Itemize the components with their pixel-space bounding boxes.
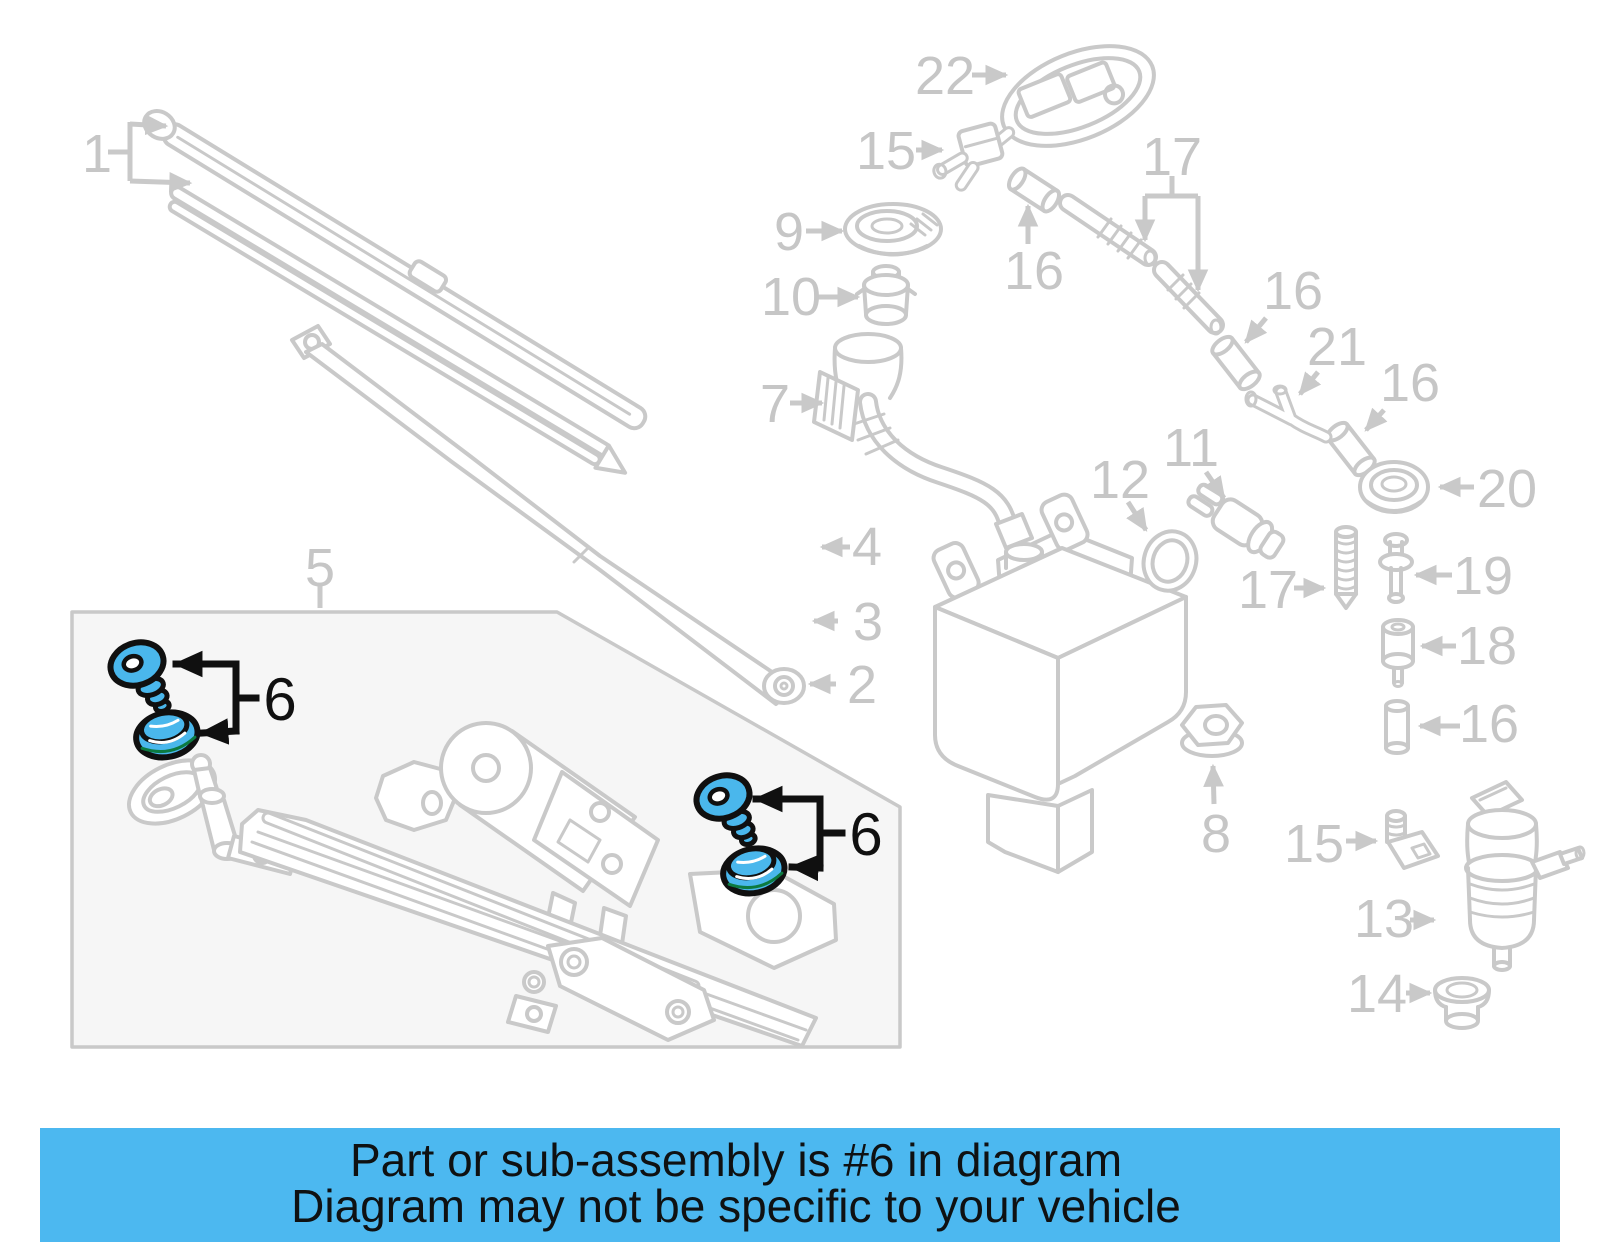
callout-15-top: 15 <box>856 121 916 181</box>
callout-10: 10 <box>761 267 821 327</box>
reservoir-cap <box>843 202 943 257</box>
reservoir-inlet <box>855 264 917 326</box>
washer-hose-lower <box>1152 260 1225 336</box>
callout-7: 7 <box>760 374 790 434</box>
wiper-arm <box>290 324 806 706</box>
washer-hose-upper <box>1058 193 1158 267</box>
check-valve-15-top <box>932 121 1005 192</box>
callout-16-top: 16 <box>1004 241 1064 301</box>
pump-grommet-14 <box>1433 976 1491 1030</box>
check-valve-15-bottom <box>1385 809 1440 870</box>
callout-16-mid-right: 16 <box>1380 353 1440 413</box>
highlight-label-6-left: 6 <box>263 666 296 733</box>
washer-pump-13 <box>1464 780 1586 972</box>
washer-nozzle <box>1186 482 1286 560</box>
part-number-labels: 1 5 2 3 4 7 9 10 8 11 12 13 14 15 15 16 … <box>82 46 1537 1024</box>
callout-19: 19 <box>1453 546 1513 606</box>
callout-1: 1 <box>82 124 112 184</box>
seal-ring <box>1141 529 1199 593</box>
hose-sleeve-16-upper-right <box>1210 334 1262 392</box>
banner-line-2: Diagram may not be specific to your vehi… <box>291 1180 1181 1232</box>
grommet-20 <box>1358 460 1430 514</box>
callout-12: 12 <box>1090 450 1150 510</box>
wiper-blade-assembly <box>142 109 648 475</box>
callout-20: 20 <box>1477 459 1537 519</box>
filler-neck <box>812 332 1034 550</box>
banner-line-1: Part or sub-assembly is #6 in diagram <box>350 1134 1122 1186</box>
callout-17-mid: 17 <box>1238 560 1298 620</box>
callout-14: 14 <box>1347 964 1407 1024</box>
pivot-grommet <box>133 709 201 761</box>
hose-sleeve-16-top <box>1006 166 1062 214</box>
callout-5: 5 <box>305 538 335 598</box>
info-banner-background <box>40 1128 1560 1242</box>
callout-21: 21 <box>1307 317 1367 377</box>
pivot-nut-8 <box>1180 703 1244 758</box>
callout-2: 2 <box>847 655 877 715</box>
callout-15-bottom: 15 <box>1284 814 1344 874</box>
callout-16-lower-right: 16 <box>1459 694 1519 754</box>
threaded-stud <box>1334 525 1358 610</box>
info-banner: Part or sub-assembly is #6 in diagram Di… <box>40 1128 1560 1242</box>
highlighted-part-6-left: 6 <box>107 639 297 761</box>
callout-17-top: 17 <box>1142 127 1202 187</box>
hose-sleeve-16-lower-right <box>1384 699 1410 755</box>
subassembly-box <box>70 610 902 1049</box>
callout-22: 22 <box>915 46 975 106</box>
callout-arrows <box>108 64 1474 1004</box>
spacer-18 <box>1381 618 1415 688</box>
callout-16-upper-right: 16 <box>1263 261 1323 321</box>
callout-8: 8 <box>1201 804 1231 864</box>
callout-11: 11 <box>1163 418 1219 478</box>
callout-9: 9 <box>774 202 804 262</box>
callout-3: 3 <box>853 592 883 652</box>
pivot-grommet <box>720 845 788 897</box>
washer-reservoir <box>931 492 1188 874</box>
highlight-label-6-right: 6 <box>849 801 882 868</box>
highlighted-part-6-right: 6 <box>693 772 883 897</box>
callout-4: 4 <box>852 517 882 577</box>
y-connector <box>1244 384 1333 444</box>
wiper-linkage-assembly <box>126 721 838 1048</box>
callout-13: 13 <box>1354 889 1414 949</box>
callout-18: 18 <box>1457 616 1517 676</box>
hose-connector-19 <box>1378 532 1414 604</box>
